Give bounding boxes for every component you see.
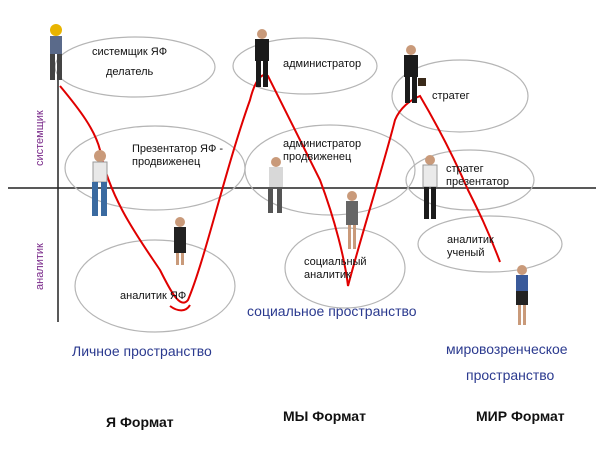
figure-sotsialnyi-analitik [346, 191, 358, 249]
figure-strateg [404, 45, 426, 103]
label-sotsialnyi-analitik: социальный аналитик [304, 256, 367, 281]
ellipse-administrator [232, 37, 378, 95]
axis-label-analitik: аналитик [34, 243, 46, 290]
label-analitik-uchenyi: аналитик ученый [447, 234, 494, 259]
figure-strateg-prezentator [422, 155, 438, 219]
development-path [59, 74, 501, 304]
label-world-space-line2: пространство [466, 367, 555, 383]
label-analitik-yaf: аналитик ЯФ [120, 290, 187, 302]
ellipse-analitik-yaf [74, 239, 236, 333]
label-social-space: социальное пространство [247, 303, 417, 319]
ellipse-admin-prodvizhenets [244, 124, 416, 216]
label-prezentator: Презентатор ЯФ - продвиженец [132, 143, 224, 168]
axis-label-systemschik: системщик [34, 110, 46, 166]
path-tail [169, 304, 191, 312]
label-personal-space: Личное пространство [72, 343, 212, 359]
figure-analitik-uchenyi [516, 265, 528, 325]
ellipse-sotsialnyi-analitik [284, 227, 406, 309]
format-ya: Я Формат [106, 414, 174, 430]
label-delatel: делатель [106, 66, 154, 78]
label-systemschik: системщик ЯФ [92, 46, 168, 58]
figure-analitik-yaf [174, 217, 186, 265]
figure-administrator [255, 29, 269, 87]
figure-prezentator [92, 150, 108, 216]
figure-admin-jump [268, 157, 283, 213]
figure-systemschik [50, 24, 62, 80]
format-mir: МИР Формат [476, 408, 565, 424]
ellipse-strateg-prezentator [405, 149, 535, 211]
ellipse-strateg [391, 59, 529, 133]
label-strateg: стратег [432, 90, 470, 102]
label-strateg-prezentator: стратег презентатор [446, 163, 510, 188]
label-world-space-line1: мировозренческое [446, 341, 568, 357]
label-admin-prodvizhenets: администратор продвиженец [283, 138, 362, 163]
label-administrator: администратор [283, 58, 362, 70]
format-my: МЫ Формат [283, 408, 366, 424]
ellipse-analitik-uchenyi [417, 215, 563, 273]
